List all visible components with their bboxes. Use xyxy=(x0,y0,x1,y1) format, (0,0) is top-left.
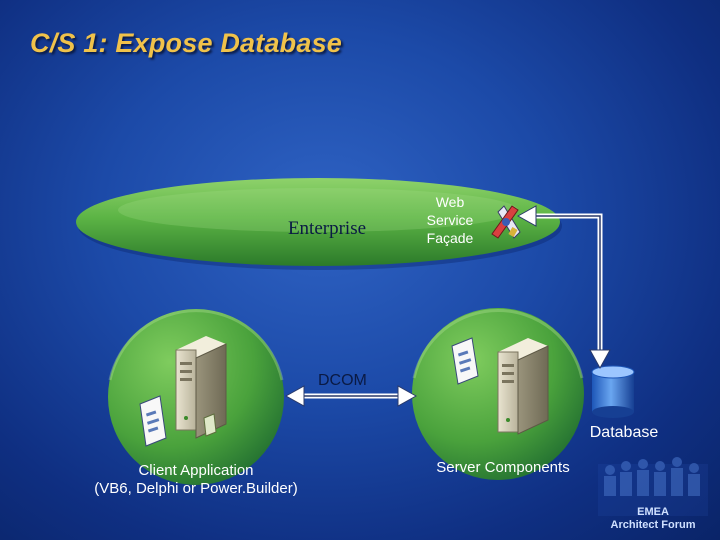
client-application-line-1: Client Application xyxy=(138,462,254,479)
emea-logo-line-2: Architect Forum xyxy=(610,519,696,531)
emea-logo-text: EMEA Architect Forum xyxy=(598,506,708,532)
emea-logo-icon xyxy=(598,457,708,516)
web-service-line-2: Service xyxy=(426,212,474,228)
slide-title: C/S 1: Expose Database xyxy=(30,28,343,58)
enterprise-label: Enterprise xyxy=(287,218,367,239)
web-service-line-3: Façade xyxy=(426,230,474,246)
client-application-line-2: (VB6, Delphi or Power.Builder) xyxy=(94,480,298,497)
client-application-label: Client Application (VB6, Delphi or Power… xyxy=(56,462,336,498)
web-service-label: Web Service Façade xyxy=(408,193,492,247)
client-server-icon xyxy=(175,336,227,439)
web-service-tools-icon xyxy=(491,205,521,239)
enterprise-zone xyxy=(76,178,562,270)
server-tower-icon xyxy=(497,338,549,435)
client-form-icon xyxy=(139,395,217,447)
database-label: Database xyxy=(589,424,659,441)
server-components-label: Server Components xyxy=(436,459,570,476)
emea-logo-line-1: EMEA xyxy=(637,506,669,518)
server-form-icon xyxy=(451,337,479,385)
web-service-line-1: Web xyxy=(435,194,465,210)
dcom-arrow xyxy=(284,385,418,407)
dcom-label: DCOM xyxy=(318,372,367,389)
web-service-database-arrow xyxy=(516,205,611,370)
database-cylinder-icon xyxy=(591,365,635,418)
